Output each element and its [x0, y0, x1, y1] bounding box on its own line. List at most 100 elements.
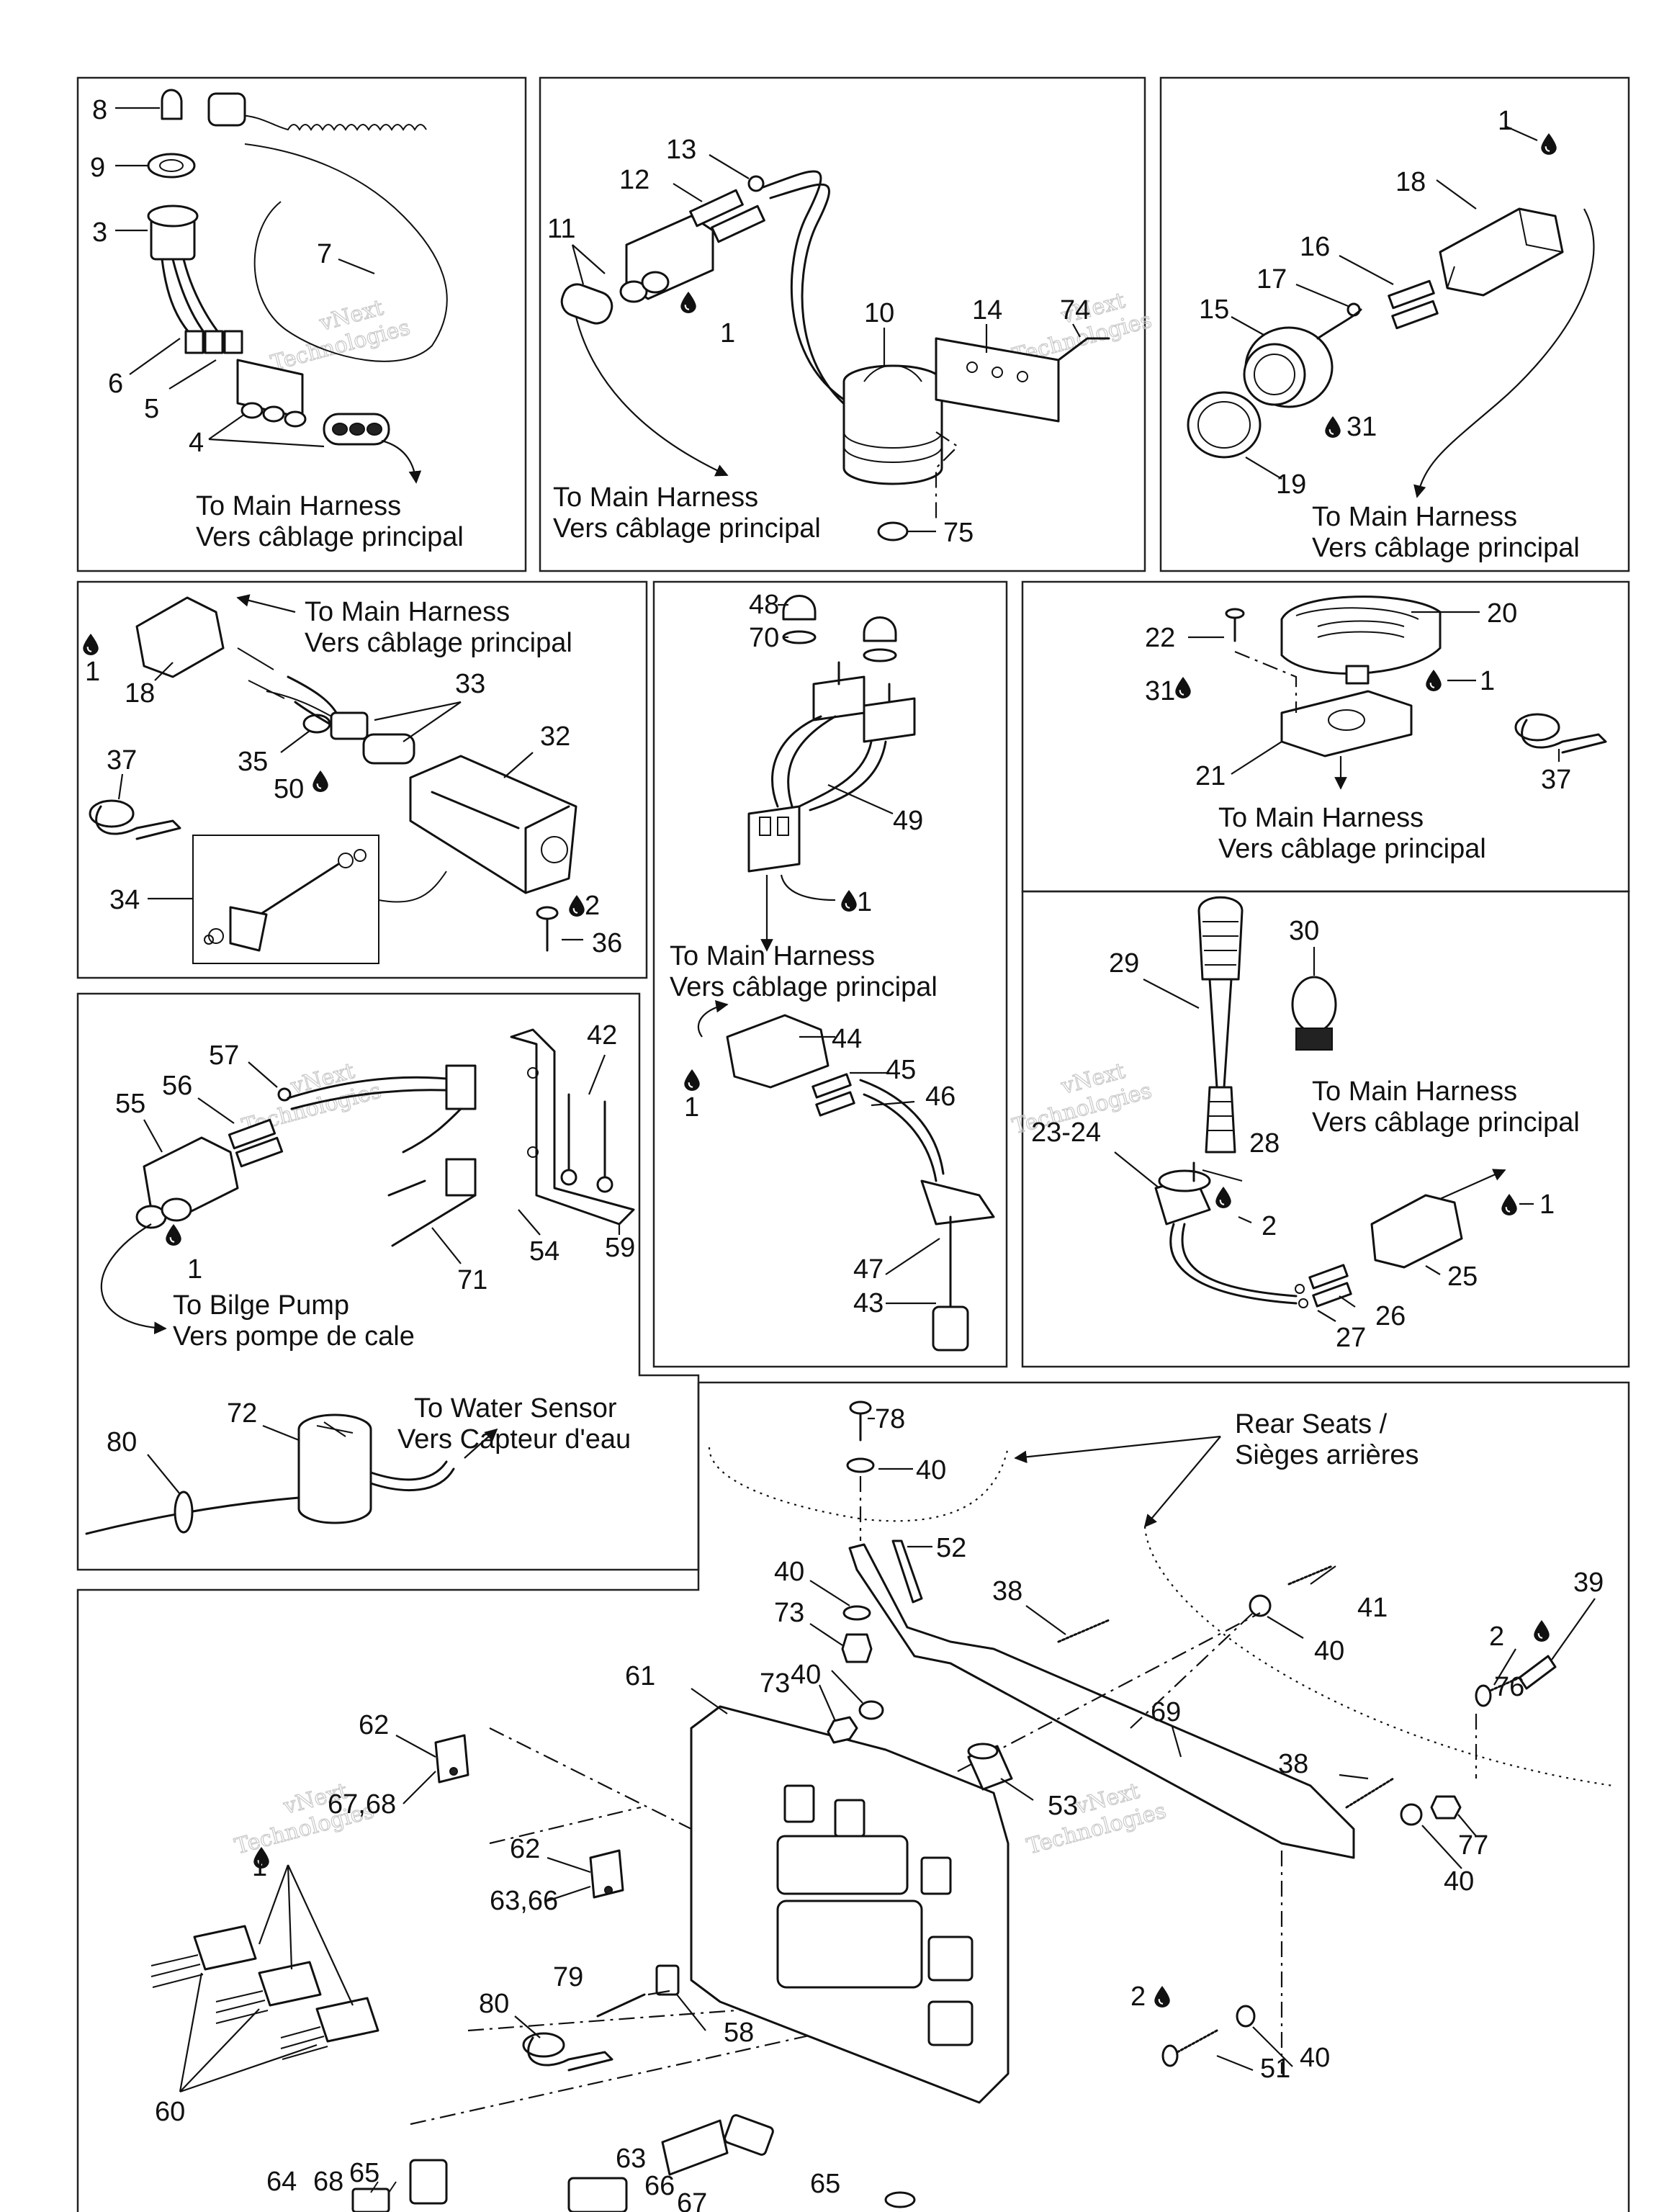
light-base — [1205, 1086, 1236, 1154]
rubber-cap — [863, 616, 897, 642]
horn-bracket — [935, 337, 1060, 423]
callout-26: 26 — [1375, 1301, 1406, 1331]
callout-61: 61 — [625, 1661, 655, 1691]
callout-53: 53 — [1048, 1791, 1078, 1821]
sensor-fitting-47 — [920, 1179, 995, 1226]
callout-2: 2 — [1489, 1622, 1504, 1652]
light-wire — [1169, 1223, 1298, 1305]
callout-40: 40 — [1444, 1866, 1474, 1897]
callout-76: 76 — [1494, 1672, 1524, 1702]
grommet-58 — [655, 1964, 680, 1996]
bilge-terminal-56 — [228, 1118, 276, 1150]
ecm-cover — [776, 1899, 923, 1989]
note-to-main-harness: To Main Harness — [305, 597, 510, 627]
horn-wires — [762, 170, 858, 415]
throttle-switch-body — [330, 711, 369, 740]
horn-seal — [560, 283, 613, 325]
callout-21: 21 — [1195, 761, 1226, 791]
toggle-switch — [863, 697, 916, 743]
callout-60: 60 — [155, 2097, 185, 2127]
callout-15: 15 — [1199, 295, 1229, 325]
bilge-connector-55 — [143, 1136, 239, 1218]
callout-73: 73 — [760, 1668, 790, 1699]
ecm-port — [920, 1856, 952, 1895]
horn-body — [842, 382, 943, 485]
callout-77: 77 — [1458, 1830, 1488, 1861]
switch-harness — [771, 715, 887, 811]
terminal — [184, 330, 204, 354]
callout-27: 27 — [1336, 1323, 1366, 1353]
callout-59: 59 — [605, 1233, 635, 1263]
callout-28: 28 — [1249, 1128, 1280, 1159]
callout-23-24: 23-24 — [1031, 1118, 1101, 1148]
callout-79: 79 — [553, 1962, 583, 1992]
callout-2: 2 — [1130, 1982, 1146, 2012]
note-vers-cablage: Vers câblage principal — [553, 513, 821, 544]
bilge-pump-72 — [297, 1429, 372, 1524]
terminal — [223, 330, 243, 354]
note-to-main-harness: To Main Harness — [1312, 502, 1517, 532]
callout-1: 1 — [1498, 106, 1513, 136]
ecm-connector-60 — [193, 1925, 257, 1971]
fuse-holder — [445, 1064, 477, 1110]
callout-63: 63 — [616, 2144, 646, 2174]
note-to-main-harness: To Main Harness — [196, 491, 401, 521]
callout-32: 32 — [540, 721, 570, 752]
clamp-80 — [174, 1491, 194, 1534]
connector-64 — [351, 2188, 390, 2212]
panel-lanyard-switch — [76, 76, 527, 572]
note-to-main-harness: To Main Harness — [1312, 1076, 1517, 1107]
washer-40 — [1249, 1594, 1272, 1617]
throttle-switch-cap — [362, 733, 415, 765]
nut-77 — [1430, 1795, 1462, 1820]
callout-7: 7 — [317, 239, 332, 269]
callout-1: 1 — [187, 1254, 202, 1285]
callout-33: 33 — [455, 669, 485, 699]
callout-40: 40 — [791, 1660, 821, 1690]
washer-40 — [842, 1605, 871, 1621]
knob-group: 20 22 31 1 21 37 To Main Harness Vers câ… — [1145, 595, 1607, 864]
callout-42: 42 — [587, 1020, 617, 1051]
callout-65: 65 — [810, 2169, 840, 2199]
harness-connector — [747, 805, 801, 873]
panel-ecm — [76, 1381, 1630, 2212]
callout-50: 50 — [274, 774, 304, 804]
washer-40 — [858, 1700, 884, 1720]
callout-52: 52 — [936, 1533, 966, 1563]
o-ring-35 — [302, 714, 331, 734]
callout-1: 1 — [857, 887, 872, 917]
sensor-connector-44 — [726, 1014, 830, 1089]
panel-throttle-switch — [76, 580, 648, 979]
callout-48: 48 — [749, 590, 779, 620]
callout-20: 20 — [1487, 598, 1517, 629]
bracket-69 — [848, 1543, 1355, 1859]
callout-49: 49 — [893, 806, 923, 836]
horn-terminal — [711, 204, 765, 243]
callout-2: 2 — [1262, 1211, 1277, 1241]
callout-62: 62 — [359, 1710, 389, 1740]
rivet-71 — [391, 1194, 477, 1247]
callout-45: 45 — [886, 1055, 916, 1085]
callout-38: 38 — [1278, 1749, 1308, 1779]
socket-wire — [1316, 308, 1362, 340]
callout-47: 47 — [853, 1254, 884, 1285]
washer-40 — [846, 1457, 875, 1473]
washer-76 — [1475, 1684, 1492, 1707]
callout-57: 57 — [209, 1040, 239, 1071]
callout-1: 1 — [684, 1092, 699, 1123]
callout-31: 31 — [1346, 412, 1377, 442]
callout-72: 72 — [227, 1398, 257, 1429]
bilge-group: 55 56 57 42 54 59 71 1 72 80 To Bilge Pu… — [85, 1020, 635, 1535]
washer — [884, 2191, 916, 2208]
callout-31: 31 — [1145, 676, 1175, 706]
callout-74: 74 — [1060, 295, 1090, 325]
note-vers-capteur: Vers Capteur d'eau — [397, 1424, 631, 1455]
fuse-holder — [445, 1158, 477, 1197]
light-terminal-26 — [1308, 1264, 1349, 1290]
horn-terminal — [689, 189, 744, 228]
callout-66: 66 — [644, 2171, 675, 2201]
callout-58: 58 — [724, 2018, 754, 2048]
nut-73 — [827, 1716, 858, 1744]
callout-40: 40 — [1300, 2043, 1330, 2073]
callout-12: 12 — [619, 165, 649, 195]
